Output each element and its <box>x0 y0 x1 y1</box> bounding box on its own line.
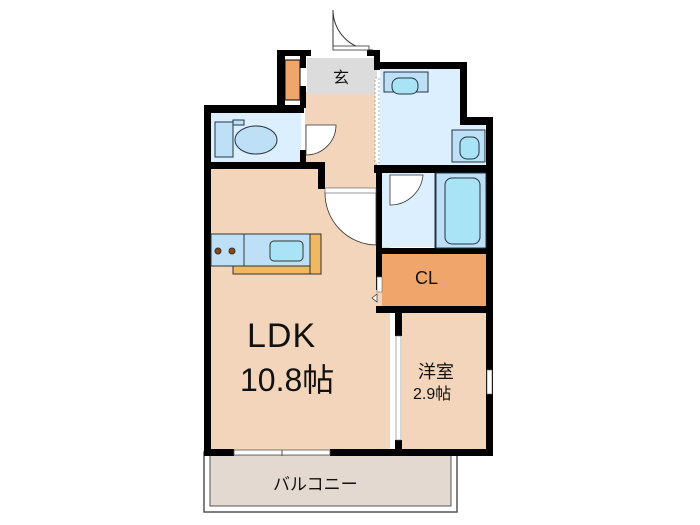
balcony <box>203 451 458 513</box>
stove-burner-icon <box>228 247 236 255</box>
washbasin-icon <box>383 71 429 95</box>
stove-burner-icon <box>214 247 222 255</box>
western-room-sliding-door <box>395 335 402 441</box>
washroom-sliding-door <box>374 77 380 165</box>
closet-door <box>376 276 383 293</box>
shoe-closet <box>284 59 301 101</box>
closet-label: CL <box>415 268 439 288</box>
kitchen-counter <box>210 233 322 275</box>
toilet-icon <box>214 119 278 158</box>
ldk-label: LDK <box>247 317 317 355</box>
entrance-label: 玄 <box>333 68 350 87</box>
western-room-size: 2.9帖 <box>413 386 452 403</box>
western-room-floor <box>402 313 486 450</box>
entrance-floor <box>307 58 377 94</box>
ldk-size: 10.8帖 <box>240 362 335 398</box>
balcony-window <box>233 449 331 456</box>
balcony-label: バルコニー <box>273 475 358 495</box>
washing-machine-icon <box>451 129 486 163</box>
hall-door <box>324 191 377 246</box>
bath-door <box>389 174 424 206</box>
closet-floor <box>382 254 486 306</box>
entrance-door <box>332 9 374 51</box>
bathtub-icon <box>435 172 487 249</box>
walls <box>204 50 493 456</box>
western-room-label: 洋室 <box>418 362 454 383</box>
sink-icon <box>269 240 304 262</box>
western-room-window <box>486 369 493 395</box>
toilet-door <box>305 124 337 156</box>
closet-door-marker <box>371 293 378 303</box>
